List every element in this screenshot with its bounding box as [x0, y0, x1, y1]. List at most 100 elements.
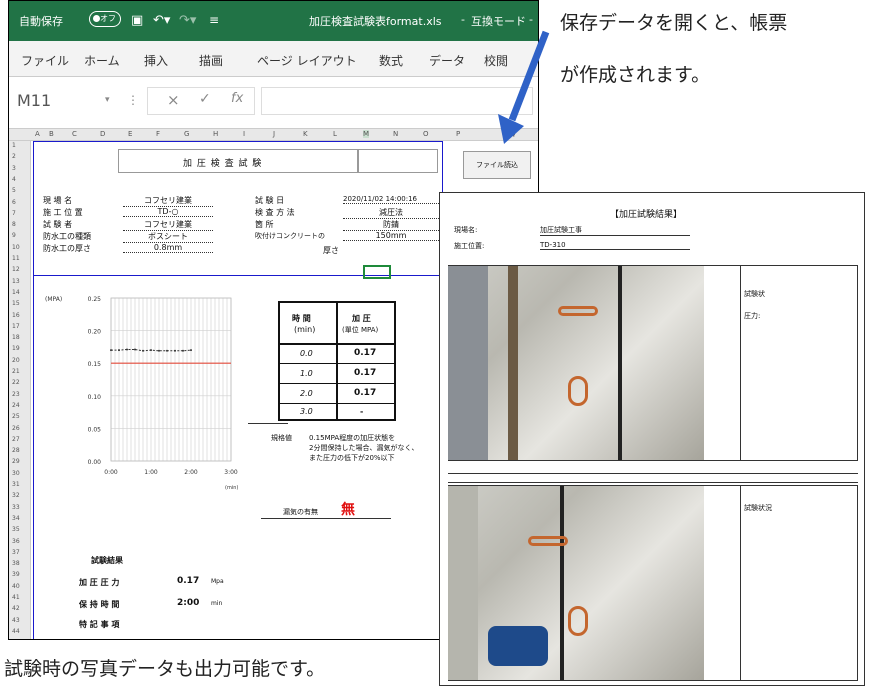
- tab-draw[interactable]: 描画: [199, 54, 224, 68]
- redo-icon[interactable]: ↷▾: [179, 13, 197, 28]
- row-header-6[interactable]: 6: [12, 198, 16, 206]
- row-header-28[interactable]: 28: [12, 447, 20, 455]
- undo-icon[interactable]: ↶▾: [153, 13, 171, 28]
- row-header-24[interactable]: 24: [12, 401, 20, 409]
- row-header-7[interactable]: 7: [12, 209, 16, 217]
- column-header-E[interactable]: E: [128, 130, 133, 138]
- report-label-0: 現場名:: [454, 226, 478, 234]
- row-header-3[interactable]: 3: [12, 164, 16, 172]
- name-box-dropdown-icon[interactable]: ▾: [105, 95, 110, 105]
- save-icon[interactable]: ▣: [131, 13, 144, 28]
- row-header-38[interactable]: 38: [12, 560, 20, 568]
- row-header-1[interactable]: 1: [12, 142, 16, 149]
- autosave-toggle[interactable]: オフ: [89, 11, 121, 27]
- row-header-19[interactable]: 19: [12, 345, 20, 353]
- tab-insert[interactable]: 挿入: [144, 54, 169, 68]
- row-header-22[interactable]: 22: [12, 379, 20, 387]
- row-header-42[interactable]: 42: [12, 605, 20, 613]
- selected-cell[interactable]: [363, 265, 391, 279]
- note-bottom: 試験時の写真データも出力可能です。: [4, 658, 326, 680]
- column-header-C[interactable]: C: [72, 130, 77, 138]
- report-title: 【加圧試験結果】: [610, 210, 683, 220]
- row-header-20[interactable]: 20: [12, 356, 20, 364]
- row-header-15[interactable]: 15: [12, 300, 20, 308]
- file-load-button[interactable]: ファイル読込: [463, 151, 531, 179]
- row-header-37[interactable]: 37: [12, 548, 20, 556]
- formula-input[interactable]: [261, 87, 533, 115]
- row-header-17[interactable]: 17: [12, 322, 20, 330]
- row-header-21[interactable]: 21: [12, 368, 20, 375]
- row-header-30[interactable]: 30: [12, 469, 20, 477]
- row-header-31[interactable]: 31: [12, 481, 20, 488]
- row-header-26[interactable]: 26: [12, 424, 20, 432]
- side2-label-0: 試験状況: [744, 504, 772, 512]
- row-header-12[interactable]: 12: [12, 266, 20, 274]
- column-header-M[interactable]: M: [363, 130, 370, 138]
- column-header-N[interactable]: N: [393, 130, 399, 138]
- fx-icon[interactable]: fx: [231, 91, 244, 106]
- leak-label: 漏気の有無: [283, 508, 318, 516]
- row-header-40[interactable]: 40: [12, 582, 20, 590]
- row-header-32[interactable]: 32: [12, 492, 20, 500]
- row-header-23[interactable]: 23: [12, 390, 20, 398]
- column-header-B[interactable]: B: [49, 130, 54, 138]
- column-header-J[interactable]: J: [273, 130, 276, 138]
- row-header-44[interactable]: 44: [12, 627, 20, 635]
- row-header-25[interactable]: 25: [12, 413, 20, 421]
- autosave-label: 自動保存: [19, 15, 63, 28]
- column-header-D[interactable]: D: [100, 130, 106, 138]
- column-header-P[interactable]: P: [456, 130, 461, 138]
- column-header-G[interactable]: G: [184, 130, 190, 138]
- photo-separator: [448, 473, 858, 483]
- row-header-36[interactable]: 36: [12, 537, 20, 545]
- criterion-line-2: また圧力の低下が20%以下: [309, 454, 395, 462]
- row-header-8[interactable]: 8: [12, 221, 16, 229]
- row-header-11[interactable]: 11: [12, 255, 20, 262]
- column-header-F[interactable]: F: [156, 130, 161, 138]
- y-tick-label: 0.00: [88, 459, 102, 466]
- row-header-35[interactable]: 35: [12, 526, 20, 534]
- table-header-time-unit: (min): [294, 325, 316, 334]
- row-header-14[interactable]: 14: [12, 288, 20, 296]
- row-header-5[interactable]: 5: [12, 187, 16, 195]
- tab-formulas[interactable]: 数式: [379, 54, 404, 68]
- field-value-4: 0.8mm: [123, 243, 213, 253]
- title-bar: 自動保存 オフ ▣ ↶▾ ↷▾ ≡ 加圧検査試験表format.xls - 互換…: [9, 1, 538, 41]
- row-header-27[interactable]: 27: [12, 435, 20, 443]
- table-header-pressure-unit: (單位 MPA): [342, 326, 379, 334]
- tab-home[interactable]: ホーム: [84, 54, 120, 68]
- row-header-18[interactable]: 18: [12, 334, 20, 342]
- column-header-I[interactable]: I: [243, 130, 246, 138]
- field-value-1: TD-○: [123, 207, 213, 217]
- row-header-34[interactable]: 34: [12, 514, 20, 522]
- row-header-41[interactable]: 41: [12, 594, 20, 601]
- column-header-L[interactable]: L: [333, 130, 337, 138]
- row-header-29[interactable]: 29: [12, 458, 20, 466]
- tab-data[interactable]: データ: [429, 54, 466, 68]
- row-header-43[interactable]: 43: [12, 616, 20, 624]
- row-header-16[interactable]: 16: [12, 311, 20, 319]
- row-header-2[interactable]: 2: [12, 153, 16, 161]
- tab-page-layout[interactable]: ページ レイアウト: [257, 54, 357, 68]
- tab-file[interactable]: ファイル: [21, 54, 70, 68]
- tab-review[interactable]: 校閲: [484, 54, 509, 68]
- field-value-2: コフセリ建業: [123, 219, 213, 231]
- row-header-33[interactable]: 33: [12, 503, 20, 511]
- column-header-H[interactable]: H: [213, 130, 219, 138]
- result-label-0: 加 圧 圧 力: [79, 578, 120, 587]
- x-tick-label: 1:00: [144, 469, 158, 476]
- field-label-0: 現 場 名: [43, 196, 73, 205]
- enter-icon[interactable]: ✓: [199, 91, 211, 107]
- column-header-A[interactable]: A: [35, 130, 40, 138]
- row-header-39[interactable]: 39: [12, 571, 20, 579]
- row-header-13[interactable]: 13: [12, 277, 20, 285]
- report-value-1: TD-310: [540, 241, 690, 250]
- row-header-4[interactable]: 4: [12, 175, 16, 183]
- row-header-10[interactable]: 10: [12, 243, 20, 251]
- quick-access-icon[interactable]: ≡: [209, 13, 220, 27]
- column-header-O[interactable]: O: [423, 130, 429, 138]
- name-box[interactable]: M11: [17, 91, 52, 110]
- cancel-icon[interactable]: ×: [167, 91, 180, 109]
- column-header-K[interactable]: K: [303, 130, 308, 138]
- row-header-9[interactable]: 9: [12, 232, 16, 240]
